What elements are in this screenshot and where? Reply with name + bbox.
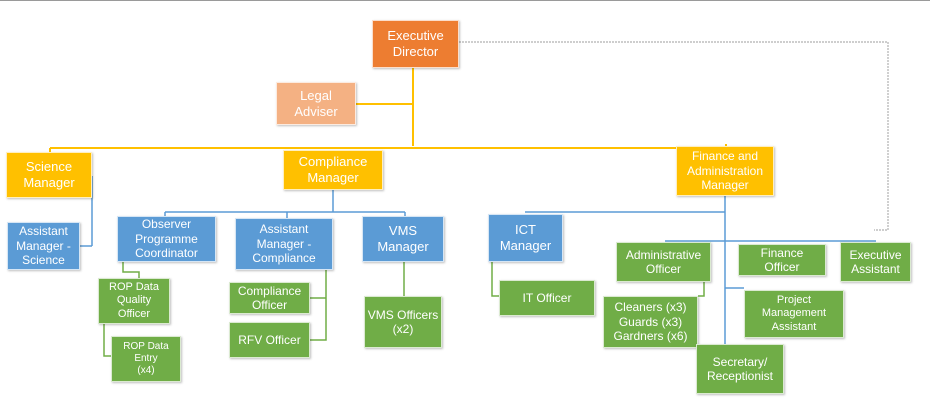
ict-manager-box: ICT Manager — [488, 214, 563, 262]
project-management-assistant-box: Project Management Assistant — [744, 290, 844, 338]
compliance-manager-box: Compliance Manager — [283, 150, 383, 190]
top-divider — [0, 0, 930, 1]
compliance-officer-box: Compliance Officer — [229, 282, 310, 314]
rop-data-entry-box: ROP Data Entry (x4) — [111, 336, 181, 382]
it-officer-box: IT Officer — [499, 280, 595, 316]
finance-administration-manager-box: Finance and Administration Manager — [676, 146, 774, 196]
science-manager-box: Science Manager — [6, 152, 92, 198]
assistant-manager-compliance-box: Assistant Manager - Compliance — [235, 218, 333, 270]
cleaners-guards-gardners-box: Cleaners (x3) Guards (x3) Gardners (x6) — [603, 296, 698, 348]
finance-officer-box: Finance Officer — [738, 244, 826, 276]
rfv-officer-box: RFV Officer — [229, 322, 310, 358]
connector-ed-to-exec-assistant — [459, 41, 889, 231]
legal-adviser-box: Legal Adviser — [276, 82, 356, 125]
observer-programme-coordinator-box: Observer Programme Coordinator — [117, 216, 216, 262]
connector-admin-to-cleaners — [698, 282, 705, 297]
administrative-officer-box: Administrative Officer — [616, 242, 711, 282]
connector-amc-to-officers — [310, 270, 327, 341]
secretary-receptionist-box: Secretary/ Receptionist — [696, 344, 784, 394]
vms-manager-box: VMS Manager — [362, 216, 444, 262]
connector-rop-quality-to-entry — [103, 324, 111, 357]
connector-ict-to-it-officer — [491, 262, 499, 297]
rop-data-quality-officer-box: ROP Data Quality Officer — [98, 278, 170, 324]
connector-opc-to-rop-quality — [122, 262, 140, 278]
vms-officers-box: VMS Officers (x2) — [364, 296, 442, 348]
executive-assistant-box: Executive Assistant — [840, 242, 911, 282]
executive-director-box: Executive Director — [372, 20, 459, 68]
assistant-manager-science-box: Assistant Manager - Science — [7, 222, 80, 270]
